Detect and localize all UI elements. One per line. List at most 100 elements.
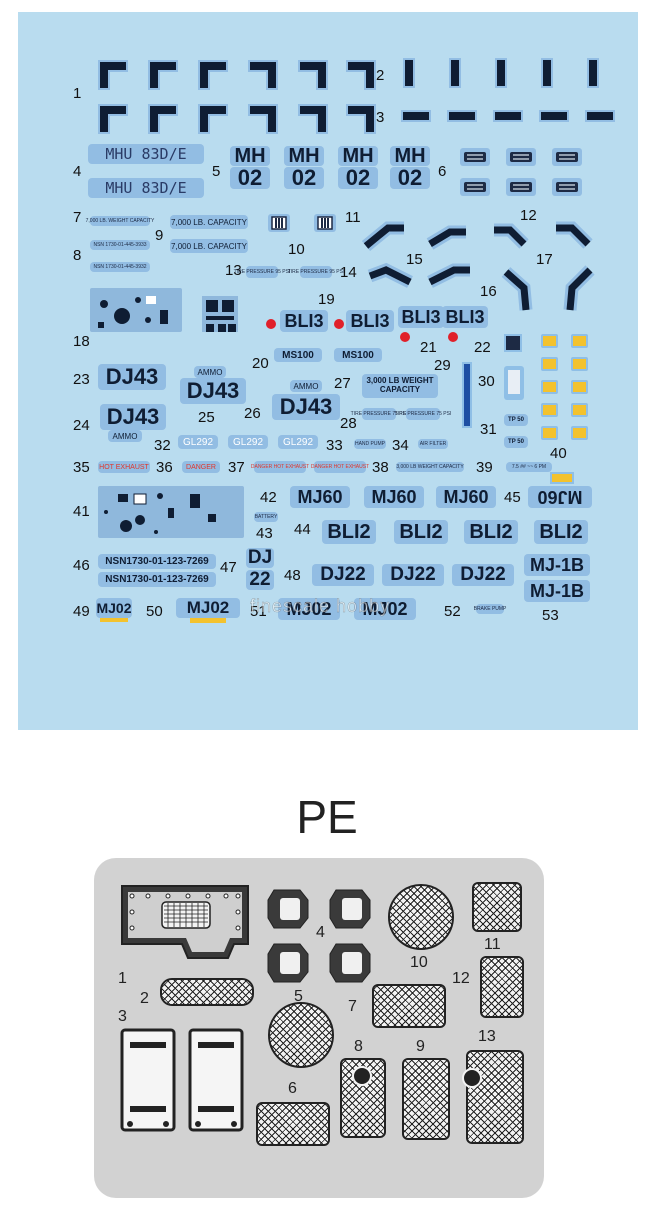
decal-corner-brackets	[98, 60, 376, 134]
decal-mh: MH	[338, 145, 378, 167]
decal-capacity: 7,000 LB. CAPACITY	[170, 215, 248, 229]
decal-bli3: BLI3	[280, 310, 328, 332]
decal-number: 52	[444, 603, 461, 620]
decal-yellow-square	[541, 334, 558, 348]
decal-number: 13	[225, 262, 242, 279]
decal-tire-pressure-75: TIRE PRESSURE 75 PSI	[351, 408, 407, 420]
decal-instrument-panel	[90, 288, 238, 332]
pe-part-number: 13	[478, 1028, 496, 1045]
decal-yellow-square	[571, 426, 588, 440]
decal-mj60: MJ60	[290, 486, 350, 508]
decal-tire-pressure: TIRE PRESSURE 95 PSI	[288, 266, 344, 278]
decal-tire-pressure-75: TIRE PRESSURE 75 PSI	[395, 408, 451, 420]
decal-capacity-small: 7,000 LB. WEIGHT CAPACITY	[85, 216, 155, 226]
decal-yellow-square	[571, 380, 588, 394]
decal-danger: DANGER	[182, 461, 220, 473]
decal-number: 40	[550, 445, 567, 462]
decal-sheet: 1 2 3 4 5 6 7 8 9 10 11 12 13 14 15 16 1…	[18, 12, 638, 730]
decal-yellow-square	[571, 403, 588, 417]
decal-number: 15	[406, 251, 423, 268]
pe-part-number: 1	[118, 970, 127, 987]
decal-placard-inner	[508, 370, 520, 394]
decal-number: 25	[198, 409, 215, 426]
pe-part-number: 3	[118, 1008, 127, 1025]
pe-part-12-grille	[480, 956, 524, 1018]
decal-vertical-stripe	[462, 362, 472, 428]
decal-ms100: MS100	[334, 348, 382, 362]
decal-number: 4	[73, 163, 82, 180]
decal-gl292: GL292	[278, 435, 318, 449]
pe-part-number: 10	[410, 954, 428, 971]
decal-dj43: DJ43	[272, 394, 340, 420]
decal-dj43: DJ43	[100, 404, 166, 430]
decal-number: 22	[474, 339, 491, 356]
decal-gl292: GL292	[228, 435, 268, 449]
decal-mhu-83de: MHU 83D/E	[88, 178, 204, 198]
pe-part-number: 11	[484, 936, 501, 953]
decal-mh: MH	[284, 145, 324, 167]
decal-control-panel	[98, 486, 244, 538]
decal-air-filter: AIR FILTER	[418, 439, 448, 449]
decal-number: 10	[288, 241, 305, 258]
pe-part-6-grille	[256, 1102, 330, 1146]
decal-mj02: MJ02	[176, 598, 240, 618]
decal-mj60: MJ60	[364, 486, 424, 508]
pe-part-9-grille	[402, 1058, 450, 1140]
decal-number: 39	[476, 459, 493, 476]
pe-part-number: 8	[354, 1038, 363, 1055]
pe-part-5-round-grille	[268, 1002, 334, 1068]
decal-number: 35	[73, 459, 90, 476]
pe-part-11-grille	[472, 882, 522, 932]
red-dot	[400, 332, 410, 342]
decal-mj02: MJ02	[354, 598, 416, 620]
decal-number: 16	[480, 283, 497, 300]
pe-part-number: 5	[294, 988, 303, 1005]
decal-number: 32	[154, 437, 171, 454]
decal-02: 02	[390, 165, 430, 190]
decal-number: 23	[73, 371, 90, 388]
decal-mhu-83de: MHU 83D/E	[88, 144, 204, 164]
pe-part-3-plates	[120, 1028, 244, 1132]
decal-number: 46	[73, 557, 90, 574]
decal-dj22: DJ22	[452, 564, 514, 586]
pe-part-number: 2	[140, 990, 149, 1007]
decal-number: 29	[434, 357, 451, 374]
decal-mj60-inverted: MJ60	[528, 486, 592, 508]
pe-part-1-panel	[121, 885, 249, 959]
decal-stencil: 7.5 ## ~~ 6 PM	[506, 462, 552, 472]
decal-yellow-square	[571, 357, 588, 371]
pe-part-2-grille	[160, 978, 254, 1006]
decal-bli2: BLI2	[534, 520, 588, 544]
decal-number: 21	[420, 339, 437, 356]
decal-mh: MH	[390, 145, 430, 167]
decal-yellow-square	[541, 426, 558, 440]
decal-number: 26	[244, 405, 261, 422]
decal-danger-hot-exhaust: DANGER HOT EXHAUST	[251, 461, 309, 473]
decal-number: 9	[155, 227, 164, 244]
decal-number: 8	[73, 247, 82, 264]
decal-02: 02	[284, 165, 324, 190]
decal-brake-pump: BRAKE PUMP	[473, 604, 507, 614]
decal-number: 38	[372, 459, 389, 476]
decal-bli2: BLI2	[394, 520, 448, 544]
decal-02: 02	[230, 165, 270, 190]
decal-number: 30	[478, 373, 495, 390]
decal-capacity-3000-line1: 3,000 LB WEIGHT	[366, 376, 434, 386]
decal-yellow-tab	[550, 472, 574, 484]
decal-nsn-large: NSN1730-01-123-7269	[98, 554, 216, 569]
decal-yellow-square	[541, 357, 558, 371]
decal-number: 36	[156, 459, 173, 476]
decal-number: 47	[220, 559, 237, 576]
decal-dj22: DJ22	[312, 564, 374, 586]
pe-fret: 1 2 3 4 5 6 7 8 9 10 11 12 13	[94, 858, 544, 1198]
decal-number: 6	[438, 163, 447, 180]
decal-number: 19	[318, 291, 335, 308]
decal-number: 2	[376, 67, 385, 84]
pe-part-number: 4	[316, 924, 325, 941]
pe-part-number: 9	[416, 1038, 425, 1055]
decal-mj60: MJ60	[436, 486, 496, 508]
decal-dj: DJ	[246, 547, 274, 568]
decal-number: 3	[376, 109, 385, 126]
decal-02: 02	[338, 165, 378, 190]
decal-danger-hot-exhaust: DANGER HOT EXHAUST	[311, 461, 369, 473]
